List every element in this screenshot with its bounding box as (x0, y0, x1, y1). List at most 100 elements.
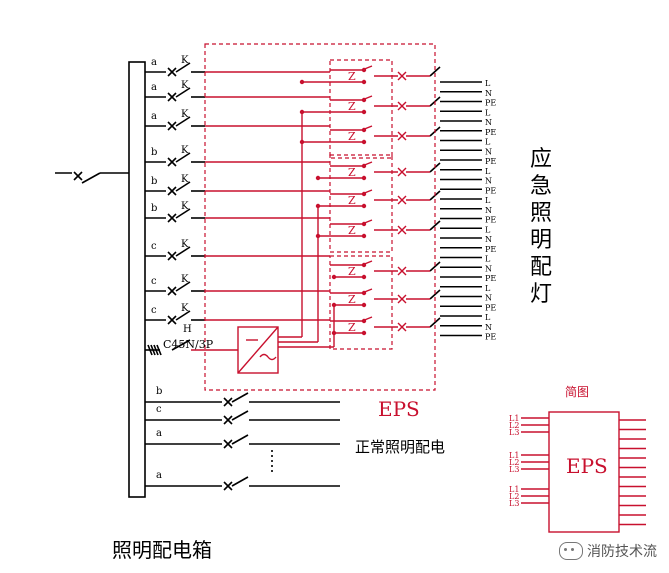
transfer-contact (361, 330, 367, 336)
terminal-label: N (485, 235, 492, 244)
busbar (128, 61, 146, 498)
terminal-label: N (485, 206, 492, 215)
terminal-label: L (485, 79, 491, 88)
terminal-label: PE (485, 128, 496, 137)
h-branch-hatch (156, 344, 162, 356)
junction-dot (299, 79, 305, 85)
feeder-switch (175, 310, 191, 321)
terminal-label: L (485, 196, 491, 205)
output-switch (429, 261, 441, 272)
simplified-eps-label: EPS (566, 454, 608, 478)
feeder-switch (175, 62, 191, 73)
emergency-title-char: 配 (530, 255, 552, 280)
simplified-input-label: L1 (509, 414, 519, 423)
feeder-switch (175, 246, 191, 257)
switch-k-label: K (181, 303, 189, 314)
eps-enclosure (204, 43, 436, 391)
feeder-switch (175, 87, 191, 98)
eps-caption: EPS (378, 397, 420, 421)
emergency-title-char: 应 (530, 147, 552, 172)
terminal-label: PE (485, 274, 496, 283)
feeder-phase-label: c (151, 276, 157, 287)
terminal-label: PE (485, 99, 496, 108)
normal-phase-label: a (156, 428, 162, 439)
terminal-label: L (485, 284, 491, 293)
transfer-contact (361, 191, 367, 197)
junction-dot (315, 203, 321, 209)
output-breaker-cross (397, 266, 407, 276)
terminal-label: PE (485, 245, 496, 254)
transfer-contact (361, 163, 367, 169)
feeder-breaker-cross (167, 315, 177, 325)
switch-k-label: K (181, 239, 189, 250)
output-breaker-cross (397, 225, 407, 235)
junction-dot (331, 302, 337, 308)
normal-phase-label: a (156, 470, 162, 481)
output-switch (429, 317, 441, 328)
transfer-switch-z: Z (348, 224, 356, 237)
normal-breaker-cross (223, 415, 233, 425)
terminal-label: N (485, 264, 492, 273)
transfer-contact (361, 262, 367, 268)
switch-k-label: K (181, 201, 189, 212)
feeder-switch (175, 208, 191, 219)
watermark-text: 消防技术流 (587, 544, 657, 560)
inverter-diagonal (237, 326, 279, 374)
simplified-input-label: L1 (509, 485, 519, 494)
switch-k-label: K (181, 55, 189, 66)
output-breaker-cross (397, 167, 407, 177)
transfer-contact (361, 221, 367, 227)
feeder-switch (175, 181, 191, 192)
feeder-breaker-cross (167, 92, 177, 102)
terminal-label: N (485, 89, 492, 98)
h-label: H (183, 324, 192, 335)
normal-breaker-cross (223, 397, 233, 407)
feeder-phase-label: b (151, 147, 157, 158)
simplified-input-label: L2 (509, 458, 519, 467)
emergency-title-char: 急 (530, 174, 552, 199)
switch-k-label: K (181, 145, 189, 156)
simplified-input-label: L1 (509, 451, 519, 460)
transfer-contact (361, 203, 367, 209)
simplified-input-label: L3 (509, 428, 519, 437)
terminal-label: PE (485, 333, 496, 342)
output-switch (429, 220, 441, 231)
transfer-contact (361, 175, 367, 181)
output-breaker-cross (397, 101, 407, 111)
feeder-phase-label: a (151, 57, 157, 68)
simplified-input-label: L2 (509, 421, 519, 430)
watermark: 消防技术流 (559, 541, 657, 561)
simplified-input-label: L3 (509, 465, 519, 474)
output-switch (429, 66, 441, 77)
terminal-label: PE (485, 157, 496, 166)
emergency-title-char: 灯 (530, 282, 552, 307)
transfer-switch-z: Z (348, 321, 356, 334)
transfer-contact (361, 302, 367, 308)
output-breaker-cross (397, 71, 407, 81)
h-branch-hatch (153, 344, 159, 356)
terminal-label: L (485, 108, 491, 117)
feeder-breaker-cross (167, 157, 177, 167)
junction-dot (299, 139, 305, 145)
junction-dot (315, 233, 321, 239)
normal-phase-label: b (156, 386, 162, 397)
simplified-input-label: L2 (509, 492, 519, 501)
feeder-breaker-cross (167, 286, 177, 296)
terminal-label: N (485, 323, 492, 332)
c45n-label: C45N/3P (163, 338, 214, 351)
switch-k-label: K (181, 174, 189, 185)
transfer-contact (361, 274, 367, 280)
normal-switch (231, 410, 249, 421)
feeder-phase-label: c (151, 305, 157, 316)
h-branch-hatch (150, 344, 156, 356)
normal-lighting-label: 正常照明配电 (355, 438, 445, 456)
normal-switch (231, 476, 249, 487)
normal-switch (231, 392, 249, 403)
normal-breaker-cross (223, 439, 233, 449)
junction-dot (299, 109, 305, 115)
simplified-diagram-title: 简图 (565, 385, 589, 399)
transfer-contact (361, 67, 367, 73)
